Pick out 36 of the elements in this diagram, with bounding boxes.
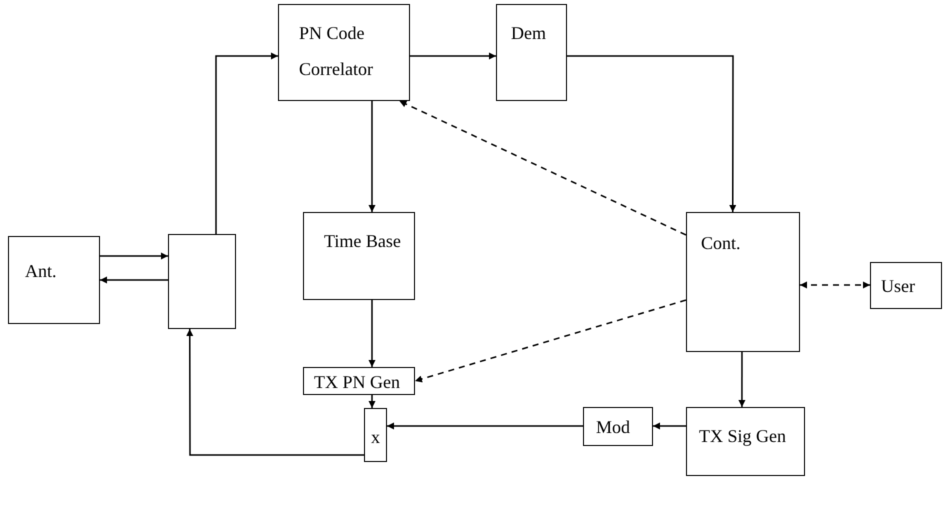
arrow	[368, 395, 376, 408]
arrow	[387, 422, 583, 430]
arrow	[567, 55, 736, 212]
arrow	[368, 101, 376, 212]
block-label: x	[371, 426, 380, 449]
block-box	[583, 407, 653, 446]
block-label: Ant.	[25, 260, 56, 283]
arrow	[215, 52, 278, 234]
arrow	[653, 422, 686, 430]
block-box	[686, 407, 805, 476]
block-label: PN Code Correlator	[299, 22, 374, 81]
block-box	[364, 408, 387, 462]
block-box	[870, 262, 942, 309]
block-box	[303, 367, 415, 395]
arrow	[100, 252, 168, 260]
block-box	[8, 236, 100, 324]
block-label: Cont.	[701, 232, 741, 255]
arrow	[100, 276, 168, 284]
arrow	[738, 352, 746, 407]
arrow	[368, 300, 376, 367]
block-label: User	[881, 275, 915, 298]
block-box	[496, 4, 567, 101]
block-label: Mod	[596, 416, 630, 439]
block-box	[686, 212, 800, 352]
arrow	[399, 100, 686, 236]
block-label: TX Sig Gen	[699, 425, 786, 448]
block-label: Dem	[511, 22, 546, 45]
arrow	[414, 299, 686, 382]
block-label: TX PN Gen	[314, 371, 400, 394]
block-label: Time Base	[324, 230, 401, 253]
empty-block-box	[168, 234, 236, 329]
block-box	[278, 4, 410, 101]
block-box	[303, 212, 415, 300]
arrow	[410, 52, 496, 60]
arrow	[800, 281, 870, 288]
arrow	[186, 329, 364, 456]
